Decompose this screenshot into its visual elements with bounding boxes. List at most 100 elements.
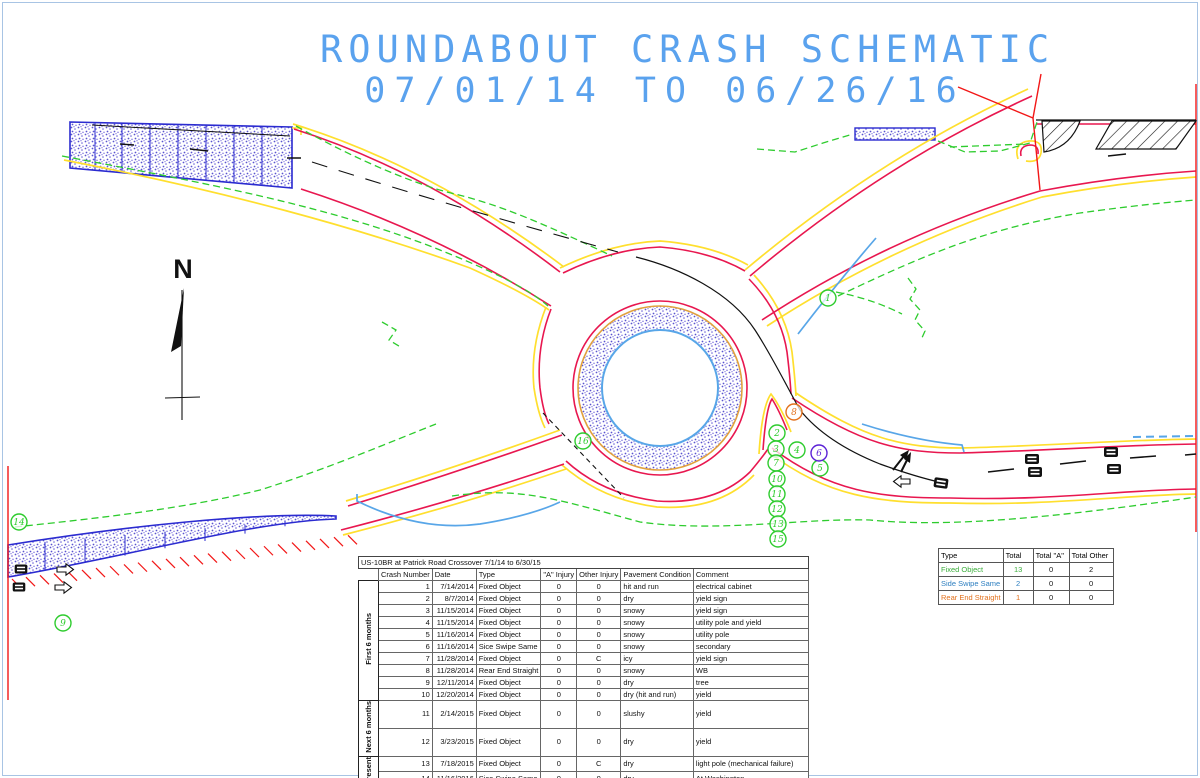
other-injury: 0 [576,770,622,778]
crash-number: 9 [378,676,433,689]
crash-col-header: Comment [692,568,809,581]
crash-col-header: Type [475,568,542,581]
crash-col-header: Pavement Condition [620,568,694,581]
crash-comment: utility pole [692,628,809,641]
crash-date: 11/16/2014 [431,640,477,653]
svg-text:6: 6 [816,449,822,459]
north-label: N [173,254,193,284]
a-injury: 0 [540,727,578,757]
blue-curb-lines [356,237,1197,527]
a-injury: 0 [540,664,578,677]
crash-marker-5: 5 [811,459,829,477]
crash-number: 1 [378,580,433,593]
summary-a: 0 [1032,576,1070,591]
summary-total: 13 [1002,562,1034,577]
a-injury: 0 [540,652,578,665]
red-hatch-marks [11,534,358,589]
crash-type: Rear End Straight [475,664,542,677]
pavement-condition: dry [620,755,694,772]
crash-col-header: "A" Injury [540,568,578,581]
crash-number: 5 [378,628,433,641]
vehicle-symbols [12,447,1121,594]
summary-type: Fixed Object [938,562,1004,577]
crash-number: 8 [378,664,433,677]
svg-text:7: 7 [773,459,779,469]
pavement-condition: dry [620,676,694,689]
nw-splitter-median [69,121,302,189]
crash-marker-2: 2 [768,424,786,442]
svg-text:10: 10 [771,475,783,485]
svg-text:15: 15 [772,535,784,545]
crash-arrow-cluster [892,450,911,473]
other-injury: 0 [576,727,622,757]
pavement-condition: snowy [620,664,694,677]
svg-text:12: 12 [771,505,783,515]
crash-col-header: Crash Number [378,568,433,581]
crash-type: Fixed Object [475,727,542,757]
crash-col-header: Date [431,568,477,581]
red-frame-lines [7,73,1197,700]
crash-date: 7/18/2015 [431,755,477,772]
crash-date: 11/15/2014 [431,616,477,629]
crash-marker-15: 15 [769,530,787,548]
crash-col-header: Other Injury [576,568,622,581]
crash-date: 7/14/2014 [431,580,477,593]
crash-date: 8/7/2014 [431,592,477,605]
ne-hatched-islands [1041,120,1198,153]
crash-number: 12 [378,727,433,757]
crash-number: 2 [378,592,433,605]
a-injury: 0 [540,580,578,593]
a-injury: 0 [540,770,578,778]
crash-comment: secondary [692,640,809,653]
crash-comment: yield sign [692,592,809,605]
crash-date: 11/28/2014 [431,652,477,665]
crash-group-label: Year 2 - Present [364,757,374,778]
svg-text:8: 8 [791,408,797,418]
crash-type: Fixed Object [475,676,542,689]
north-arrow: N [164,254,201,420]
pavement-condition: dry [620,770,694,778]
crash-marker-12: 12 [768,500,786,518]
crash-number: 13 [378,755,433,772]
crash-comment: tree [692,676,809,689]
summary-other: 0 [1068,576,1114,591]
summary-a: 0 [1032,590,1070,605]
crash-type: Fixed Object [475,628,542,641]
crash-marker-13: 13 [769,515,787,533]
summary-type: Side Swipe Same [938,576,1004,591]
crash-number: 3 [378,604,433,617]
a-injury: 0 [540,755,578,772]
other-injury: 0 [576,604,622,617]
sw-splitter-median [7,514,337,578]
other-injury: 0 [576,592,622,605]
crash-type: Sice Swipe Same [475,770,542,778]
crash-type: Fixed Object [475,688,542,701]
crash-table-title: US-10BR at Patrick Road Crossover 7/1/14… [358,556,809,569]
other-injury: 0 [576,700,622,729]
svg-text:4: 4 [793,446,800,456]
pavement-condition: hit and run [620,580,694,593]
north-median-strip [854,127,936,141]
crash-comment: electrical cabinet [692,580,809,593]
crash-type: Fixed Object [475,652,542,665]
other-injury: 0 [576,580,622,593]
roundabout-central-island [572,300,748,476]
other-injury: 0 [576,688,622,701]
crash-comment: WB [692,664,809,677]
svg-text:1: 1 [825,294,831,304]
crash-number: 14 [378,770,433,778]
crash-type: Fixed Object [475,700,542,729]
svg-text:14: 14 [13,518,25,528]
